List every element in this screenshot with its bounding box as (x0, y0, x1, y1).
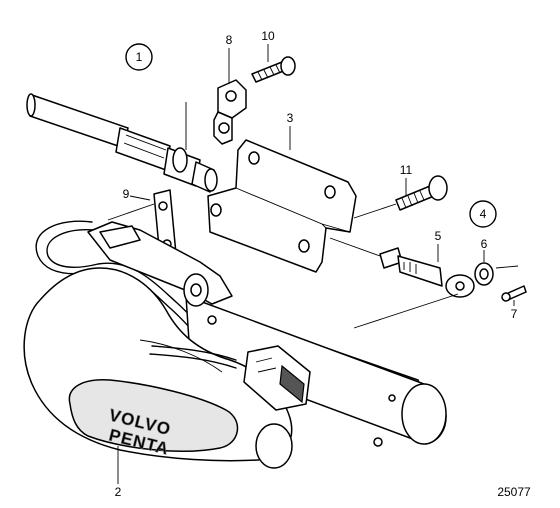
screw-11 (395, 175, 448, 211)
bracket-link (213, 79, 247, 145)
callout-6-label: 6 (481, 237, 488, 251)
callout-circle-1: 1 (125, 43, 153, 71)
screw-10 (251, 56, 296, 83)
drawing-reference-number: 25077 (497, 485, 531, 499)
mounting-fork (87, 221, 233, 307)
leader-lines (117, 44, 515, 484)
connector-plug (243, 345, 311, 411)
callout-3-label: 3 (287, 111, 294, 125)
mounting-bracket (207, 139, 357, 273)
callout-1-label: 1 (136, 50, 143, 64)
callout-7-label: 7 (511, 307, 518, 321)
callout-5-label: 5 (435, 229, 442, 243)
control-cable (26, 93, 218, 193)
callout-8-label: 8 (226, 33, 233, 47)
motor-housing (23, 267, 293, 469)
callout-11-label: 11 (400, 163, 413, 177)
callout-10-label: 10 (261, 29, 275, 43)
washer-6 (474, 262, 494, 286)
rod-end-5 (379, 247, 475, 298)
actuator-cylinder (185, 295, 447, 447)
callout-circle-4: 4 (469, 200, 497, 228)
callout-9-label: 9 (123, 187, 130, 201)
callout-2-label: 2 (115, 485, 122, 499)
split-pin-7 (501, 285, 527, 302)
callout-4-label: 4 (480, 207, 487, 221)
